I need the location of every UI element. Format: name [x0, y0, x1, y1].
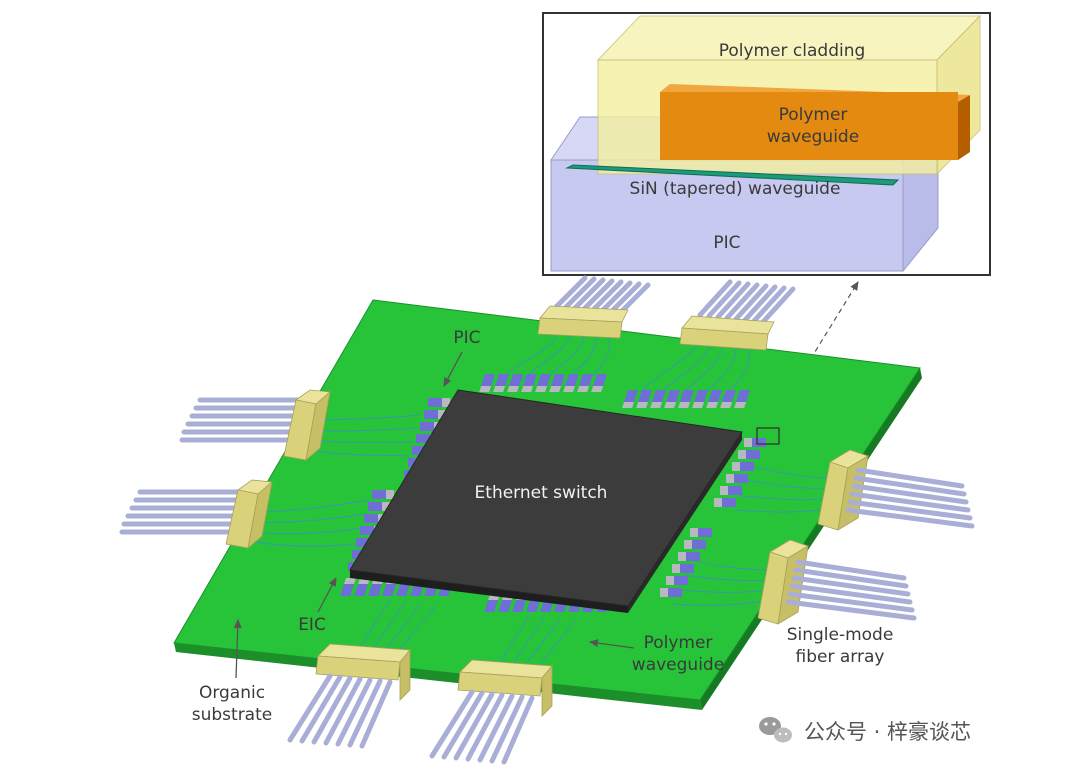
polymer-waveguide-label-2: waveguide: [632, 655, 724, 675]
inset-pic-label: PIC: [713, 233, 740, 253]
organic-substrate-arrow: [233, 619, 242, 679]
connector-left-upper: [283, 389, 331, 462]
fiber-array-label-2: fiber array: [796, 647, 885, 667]
inset-core-label-2: waveguide: [767, 127, 859, 147]
wechat-icon: [759, 717, 792, 743]
fiber-bundle-left-upper: [179, 397, 301, 443]
eic-arrow: [317, 577, 337, 613]
inset-polymer-core: [660, 84, 970, 160]
organic-substrate-label-2: substrate: [192, 705, 272, 725]
chiplet-row-top-right: [622, 390, 750, 408]
fiber-bundle-top-right: [697, 279, 796, 325]
watermark: 公众号 · 梓豪谈芯: [759, 717, 971, 744]
chiplet-column-right-upper: [714, 438, 766, 507]
connector-bottom-left: [315, 643, 411, 701]
inset-core-label-1: Polymer: [779, 105, 848, 125]
polymer-waveguide-label-1: Polymer: [644, 633, 713, 653]
ethernet-switch-label: Ethernet switch: [475, 483, 608, 503]
inset-cladding-label: Polymer cladding: [719, 41, 866, 61]
fiber-bundle-right-lower: [785, 559, 917, 621]
fiber-bundle-right-upper: [845, 467, 975, 529]
pic-label: PIC: [453, 328, 480, 348]
polymer-waveguide-arrow: [589, 639, 635, 649]
organic-substrate-label-1: Organic: [199, 683, 265, 703]
fiber-bundle-bottom-right: [429, 689, 535, 765]
pic-arrow: [443, 351, 463, 387]
watermark-text: 公众号 · 梓豪谈芯: [804, 720, 971, 744]
connector-left-lower: [225, 479, 273, 550]
fiber-array-label-1: Single-mode: [787, 625, 894, 645]
inset-sin-label: SiN (tapered) waveguide: [630, 179, 841, 199]
fiber-bundle-left-lower: [119, 489, 243, 535]
connector-top-left: [537, 305, 629, 339]
chiplet-row-top-left: [479, 374, 607, 392]
eic-label: EIC: [298, 615, 326, 635]
fiber-bundle-bottom-left: [287, 673, 393, 749]
connector-bottom-right: [457, 659, 553, 717]
connector-top-right: [679, 315, 775, 351]
zoom-highlight-box: [756, 427, 780, 445]
inset-panel: Polymer cladding Polymer waveguide SiN (…: [542, 12, 991, 276]
inset-sin-waveguide: [565, 164, 900, 186]
chiplet-column-right-lower: [660, 528, 712, 597]
ethernet-switch-chip: [349, 389, 743, 613]
